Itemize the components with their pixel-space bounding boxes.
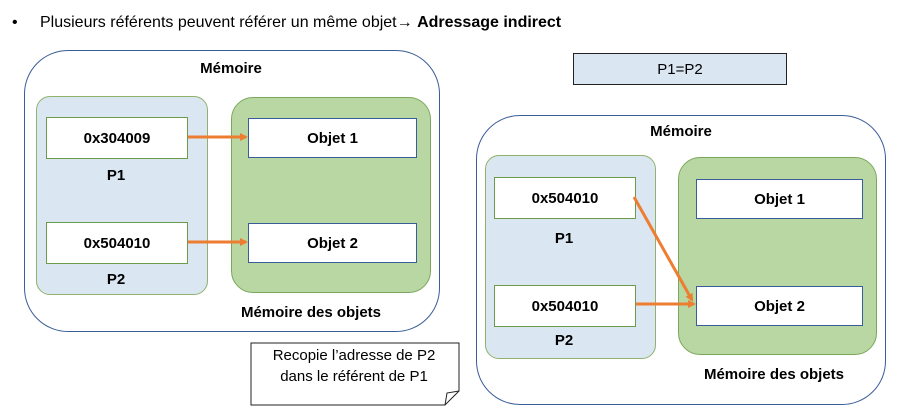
right-p1-label: P1 bbox=[554, 230, 574, 247]
right-object-2: Objet 2 bbox=[696, 286, 863, 326]
left-objects-label: Mémoire des objets bbox=[240, 304, 382, 321]
right-memory-label: Mémoire bbox=[650, 123, 712, 140]
header-line: • Plusieurs référents peuvent référer un … bbox=[12, 14, 561, 32]
assignment-box: P1=P2 bbox=[573, 53, 787, 85]
right-p1-to-object2-arrow bbox=[632, 196, 694, 302]
left-object-1: Objet 1 bbox=[248, 118, 417, 158]
header-emphasis: Adressage indirect bbox=[417, 14, 562, 31]
bullet-marker: • bbox=[12, 14, 18, 31]
left-object-2: Objet 2 bbox=[248, 223, 417, 263]
right-p1-address: 0x504010 bbox=[494, 177, 636, 219]
note-line-1: Recopie l’adresse de P2 bbox=[272, 347, 436, 364]
note-text: Recopie l’adresse de P2 dans le référent… bbox=[256, 345, 452, 387]
right-arrow-icon: → bbox=[396, 14, 413, 31]
left-p2-label: P2 bbox=[106, 271, 126, 288]
right-object-1: Objet 1 bbox=[696, 179, 863, 219]
right-p2-label: P2 bbox=[554, 332, 574, 349]
left-p1-label: P1 bbox=[106, 167, 126, 184]
note-line-2: dans le référent de P1 bbox=[280, 368, 428, 385]
header-text: Plusieurs référents peuvent référer un m… bbox=[40, 14, 397, 31]
left-memory-label: Mémoire bbox=[200, 60, 262, 77]
right-p2-address: 0x504010 bbox=[494, 285, 636, 327]
left-p1-address: 0x304009 bbox=[46, 117, 188, 159]
right-objects-label: Mémoire des objets bbox=[703, 366, 845, 383]
left-p2-address: 0x504010 bbox=[46, 222, 188, 264]
